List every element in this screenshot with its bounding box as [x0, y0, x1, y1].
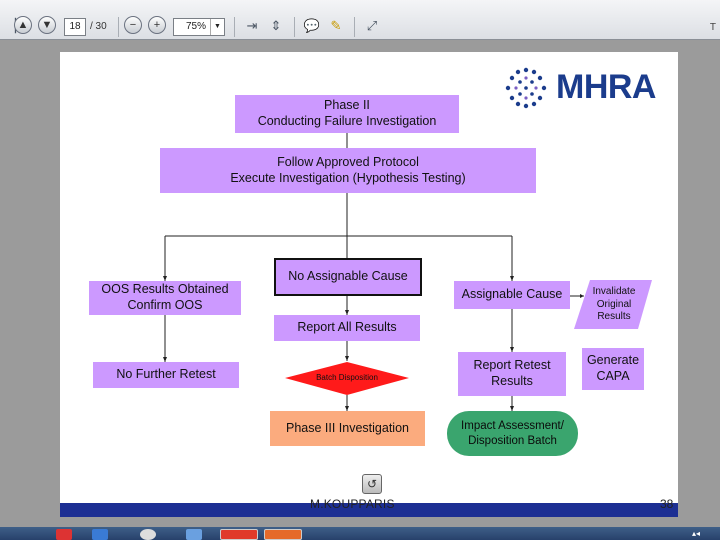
- rail-icon[interactable]: ↺: [362, 474, 382, 494]
- separator: [234, 17, 235, 37]
- phase-ii-box: Phase II Conducting Failure Investigatio…: [235, 95, 459, 133]
- windows-taskbar: [0, 527, 720, 540]
- pdf-toolbar: ▕ ▲ ▼ 18 / 30 − + 75% ▼ ⇥ ⇕ 💬 ✎ ⤢ T: [0, 0, 720, 40]
- generate-capa-box: Generate CAPA: [582, 348, 644, 390]
- fit-page-icon[interactable]: ⇕: [270, 18, 282, 33]
- comment-icon[interactable]: 💬: [303, 18, 321, 33]
- mhra-logo-text: MHRA: [556, 68, 656, 106]
- assignable-cause-box: Assignable Cause: [454, 281, 570, 309]
- previous-page-button[interactable]: ▲: [14, 16, 32, 34]
- zoom-value: 75%: [186, 21, 207, 32]
- fit-width-icon[interactable]: ⇥: [246, 18, 258, 33]
- page-number-input[interactable]: 18: [64, 18, 86, 36]
- zoom-in-button[interactable]: +: [148, 16, 166, 34]
- taskbar-app-icon[interactable]: [56, 529, 72, 540]
- separator: [118, 17, 119, 37]
- next-page-button[interactable]: ▼: [38, 16, 56, 34]
- taskbar-pdf-button[interactable]: [220, 529, 258, 540]
- batch-disposition-label: Batch Disposition: [316, 373, 378, 382]
- tray-icons: ▴◂: [692, 529, 701, 538]
- highlight-icon[interactable]: ✎: [330, 18, 342, 33]
- no-further-retest-box: No Further Retest: [93, 362, 239, 388]
- follow-protocol-box: Follow Approved Protocol Execute Investi…: [160, 148, 536, 193]
- oos-results-box: OOS Results Obtained Confirm OOS: [89, 281, 241, 315]
- chevron-down-icon[interactable]: ▼: [210, 19, 224, 35]
- zoom-select[interactable]: 75% ▼: [173, 18, 225, 36]
- invalidate-label: Invalidate Original Results: [592, 286, 636, 323]
- separator: [354, 17, 355, 37]
- no-assignable-cause-box: No Assignable Cause: [274, 258, 422, 296]
- batch-disposition-diamond: [285, 362, 409, 395]
- expand-icon[interactable]: ⤢: [366, 18, 378, 33]
- separator: [294, 17, 295, 37]
- taskbar-ppt-button[interactable]: [264, 529, 302, 540]
- footer-author: M.KOUPPARIS: [310, 497, 395, 511]
- zoom-out-button[interactable]: −: [124, 16, 142, 34]
- invalidate-parallelogram: [574, 280, 652, 329]
- taskbar-ie-icon[interactable]: [186, 529, 202, 540]
- sidebar-toggle-icon[interactable]: ▕: [6, 18, 16, 33]
- phase-iii-box: Phase III Investigation: [270, 411, 425, 446]
- impact-assessment-box: Impact Assessment/ Disposition Batch: [447, 411, 578, 456]
- taskbar-clock-icon[interactable]: [140, 529, 156, 540]
- slide-footer-bar: [60, 503, 678, 517]
- toolbar-right-mark: T: [709, 22, 716, 33]
- page-total: / 30: [90, 21, 107, 32]
- mhra-logo-dots: [505, 67, 547, 109]
- taskbar-browser-icon[interactable]: [92, 529, 108, 540]
- footer-page-number: 38: [660, 497, 674, 511]
- report-all-results-box: Report All Results: [274, 315, 420, 341]
- report-retest-box: Report Retest Results: [458, 352, 566, 396]
